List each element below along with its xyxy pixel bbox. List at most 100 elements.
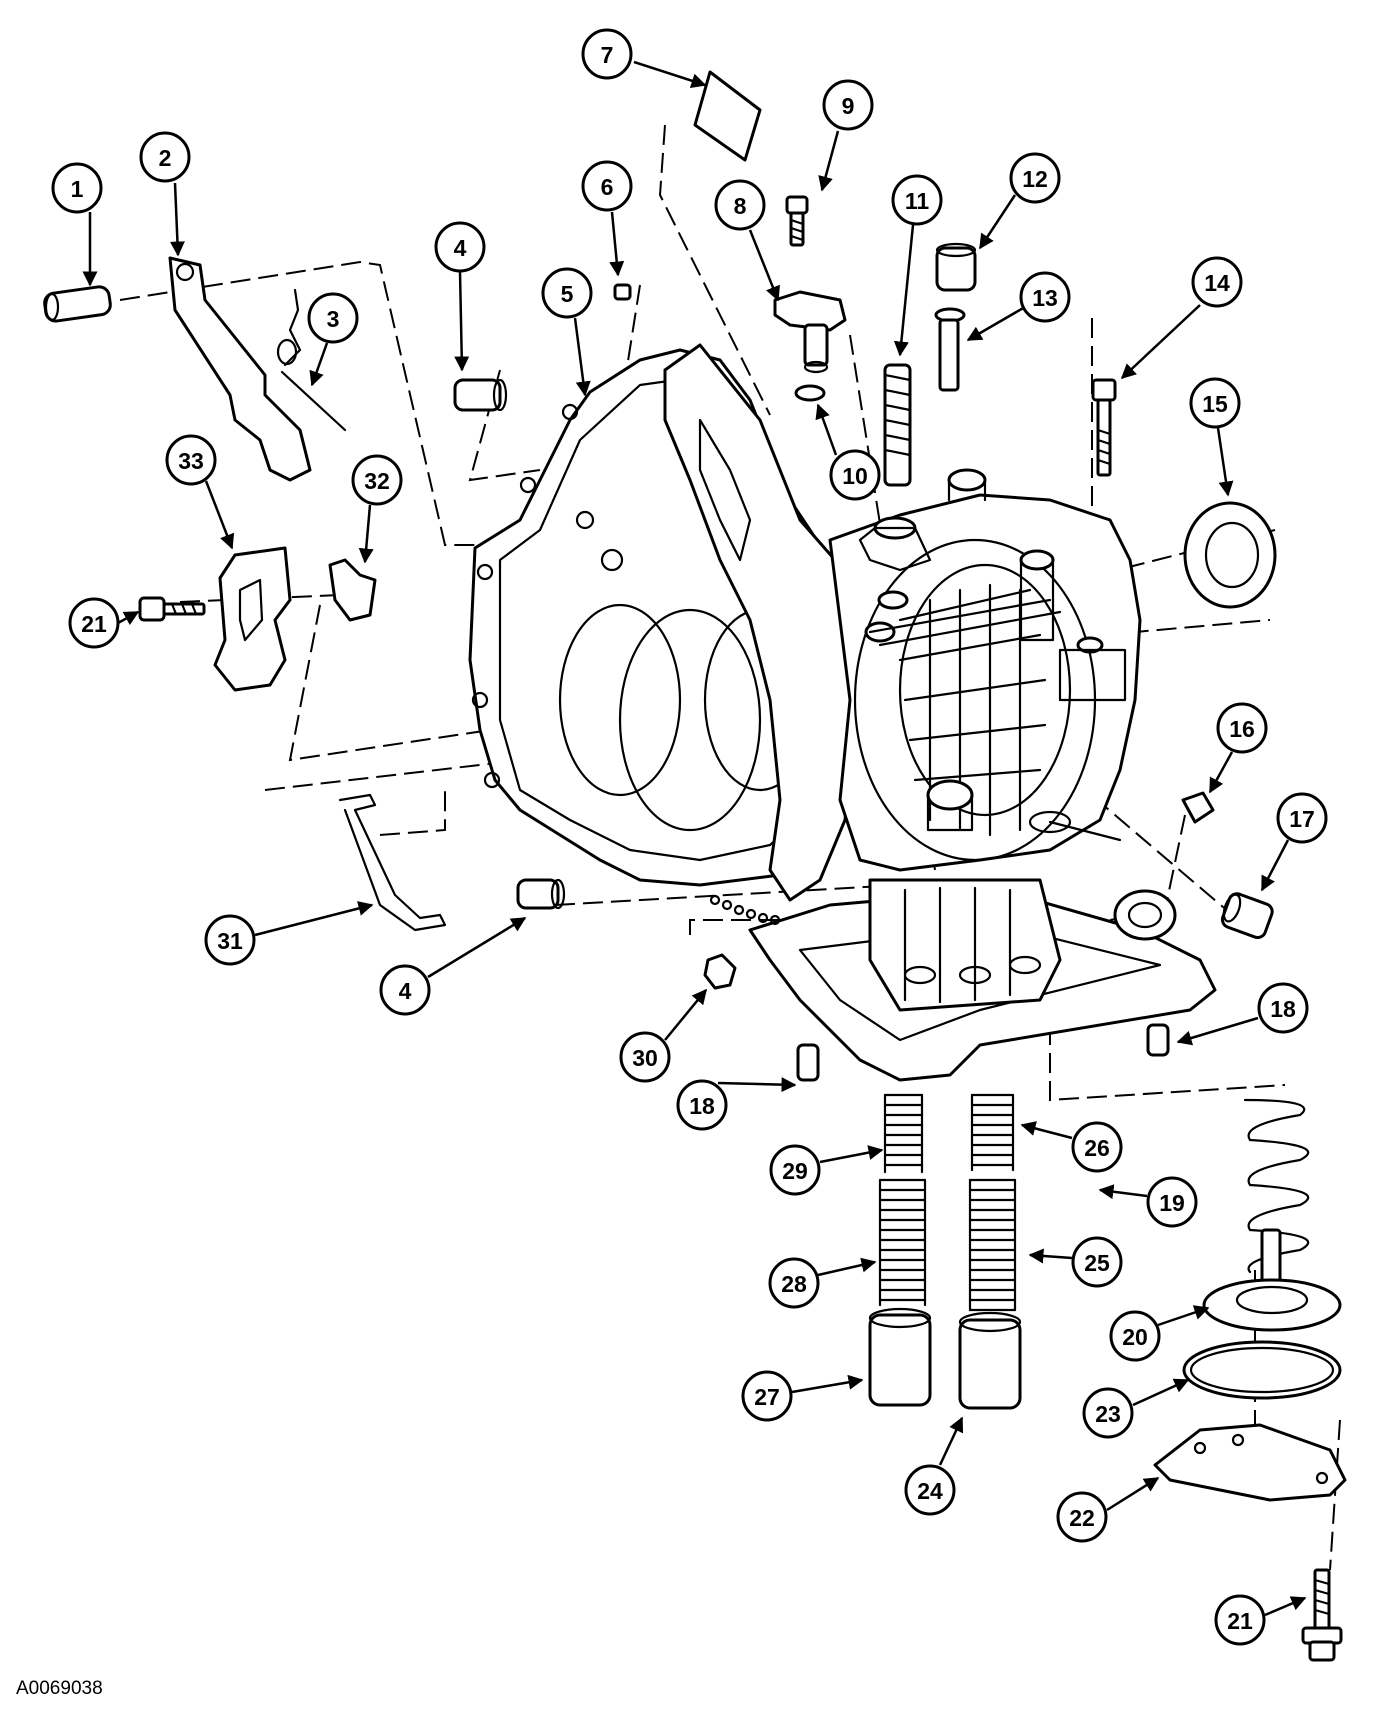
callout-leader-13: [966, 305, 1026, 342]
callout-label-31: 31: [217, 928, 243, 954]
callout-leader-25: [1028, 1248, 1073, 1264]
callout-label-26: 26: [1084, 1135, 1110, 1161]
callout-label-33: 33: [178, 448, 204, 474]
callout-circle-30: [619, 1031, 671, 1083]
part-21-bolt-lower: [1301, 1568, 1343, 1662]
part-17-fitting: [1220, 892, 1274, 940]
callout-label-29: 29: [782, 1158, 808, 1184]
part-11-filter-tube: [883, 363, 912, 487]
callout-circle-13: [1019, 271, 1071, 323]
callout-leader-18: [717, 1077, 797, 1093]
callout-leader-14: [1120, 304, 1201, 380]
callout-label-21: 21: [81, 611, 107, 637]
callout-circle-6: [581, 160, 633, 212]
callout-leader-17: [1260, 839, 1290, 892]
callout-leader-27: [791, 1374, 864, 1394]
callout-label-15: 15: [1202, 391, 1228, 417]
callout-circle-33: [165, 434, 217, 486]
callout-circle-11: [891, 174, 943, 226]
callout-circle-8: [714, 179, 766, 231]
part-2-lever: [168, 256, 312, 482]
callout-leader-22: [1106, 1476, 1160, 1512]
callout-circle-19: [1146, 1176, 1198, 1228]
part-4-dowel-lower: [516, 878, 566, 910]
part-3-spring: [276, 288, 347, 432]
part-19-spring: [1243, 1098, 1310, 1274]
callout-label-21: 21: [1227, 1608, 1253, 1634]
callout-circle-32: [351, 454, 403, 506]
callout-leader-2: [169, 182, 185, 257]
callout-circle-16: [1216, 702, 1268, 754]
callout-circle-9: [822, 79, 874, 131]
part-28-spring: [878, 1178, 927, 1307]
callout-label-22: 22: [1069, 1505, 1095, 1531]
part-24-piston: [958, 1311, 1022, 1410]
callout-label-8: 8: [734, 193, 747, 219]
part-10-o-ring: [794, 384, 826, 402]
callout-circle-18: [676, 1079, 728, 1131]
callout-circle-28: [768, 1257, 820, 1309]
part-32-clip: [328, 558, 377, 622]
callout-label-1: 1: [71, 176, 84, 202]
callout-circle-25: [1071, 1236, 1123, 1288]
callout-label-27: 27: [754, 1384, 780, 1410]
callout-circle-26: [1071, 1121, 1123, 1173]
part-31-rod: [338, 793, 447, 932]
callout-circle-1: [51, 162, 103, 214]
callout-circle-29: [769, 1144, 821, 1196]
callout-leader-7: [633, 60, 707, 88]
callout-label-7: 7: [601, 42, 614, 68]
part-4-dowel-upper: [453, 378, 508, 412]
callout-leader-16: [1208, 751, 1234, 794]
part-25-spring: [968, 1178, 1017, 1312]
callout-label-14: 14: [1204, 270, 1230, 296]
part-7-gasket: [693, 70, 762, 162]
callout-circle-31: [204, 914, 256, 966]
callout-leader-18: [1176, 1016, 1259, 1046]
part-21-bolt-left: [138, 596, 206, 622]
callout-leader-11: [893, 224, 915, 357]
callout-leader-26: [1020, 1121, 1073, 1140]
callout-label-9: 9: [842, 93, 855, 119]
callout-circle-4: [434, 221, 486, 273]
transaxle-case: [468, 343, 1217, 1082]
part-33-bracket: [213, 546, 292, 692]
callout-circle-7: [581, 28, 633, 80]
callout-label-17: 17: [1289, 806, 1315, 832]
callout-leader-4: [454, 271, 470, 372]
part-16-plug: [1181, 791, 1215, 824]
callout-circle-12: [1009, 152, 1061, 204]
callout-circle-21: [1214, 1594, 1266, 1646]
callout-leader-23: [1132, 1378, 1190, 1407]
callout-leader-15: [1216, 427, 1234, 497]
callout-label-24: 24: [917, 1478, 943, 1504]
part-20-servo-piston: [1202, 1228, 1342, 1332]
callout-leader-28: [817, 1257, 877, 1277]
callout-leader-30: [664, 988, 707, 1041]
callout-circle-21: [68, 597, 120, 649]
callout-label-25: 25: [1084, 1250, 1110, 1276]
callout-label-2: 2: [159, 145, 172, 171]
callout-leader-20: [1157, 1305, 1210, 1327]
callout-circle-22: [1056, 1491, 1108, 1543]
callout-circle-18: [1257, 982, 1309, 1034]
part-1-sleeve: [43, 285, 112, 323]
part-26-spring: [970, 1093, 1015, 1172]
callout-leader-5: [573, 317, 591, 397]
callout-label-4: 4: [399, 978, 412, 1004]
part-30-plug: [703, 953, 737, 990]
callout-leader-8: [748, 229, 780, 302]
callout-circle-24: [904, 1464, 956, 1516]
callout-leader-32: [358, 504, 374, 564]
part-22-cover: [1153, 1423, 1347, 1502]
case-bolt-holes: [709, 894, 781, 926]
callout-leader-33: [204, 480, 235, 550]
callout-circle-27: [741, 1370, 793, 1422]
callout-label-10: 10: [842, 463, 868, 489]
callout-leader-10: [815, 403, 838, 456]
callout-label-18: 18: [1270, 996, 1296, 1022]
callout-circle-14: [1191, 256, 1243, 308]
part-9-bolt: [785, 195, 809, 247]
part-27-piston: [868, 1307, 932, 1407]
